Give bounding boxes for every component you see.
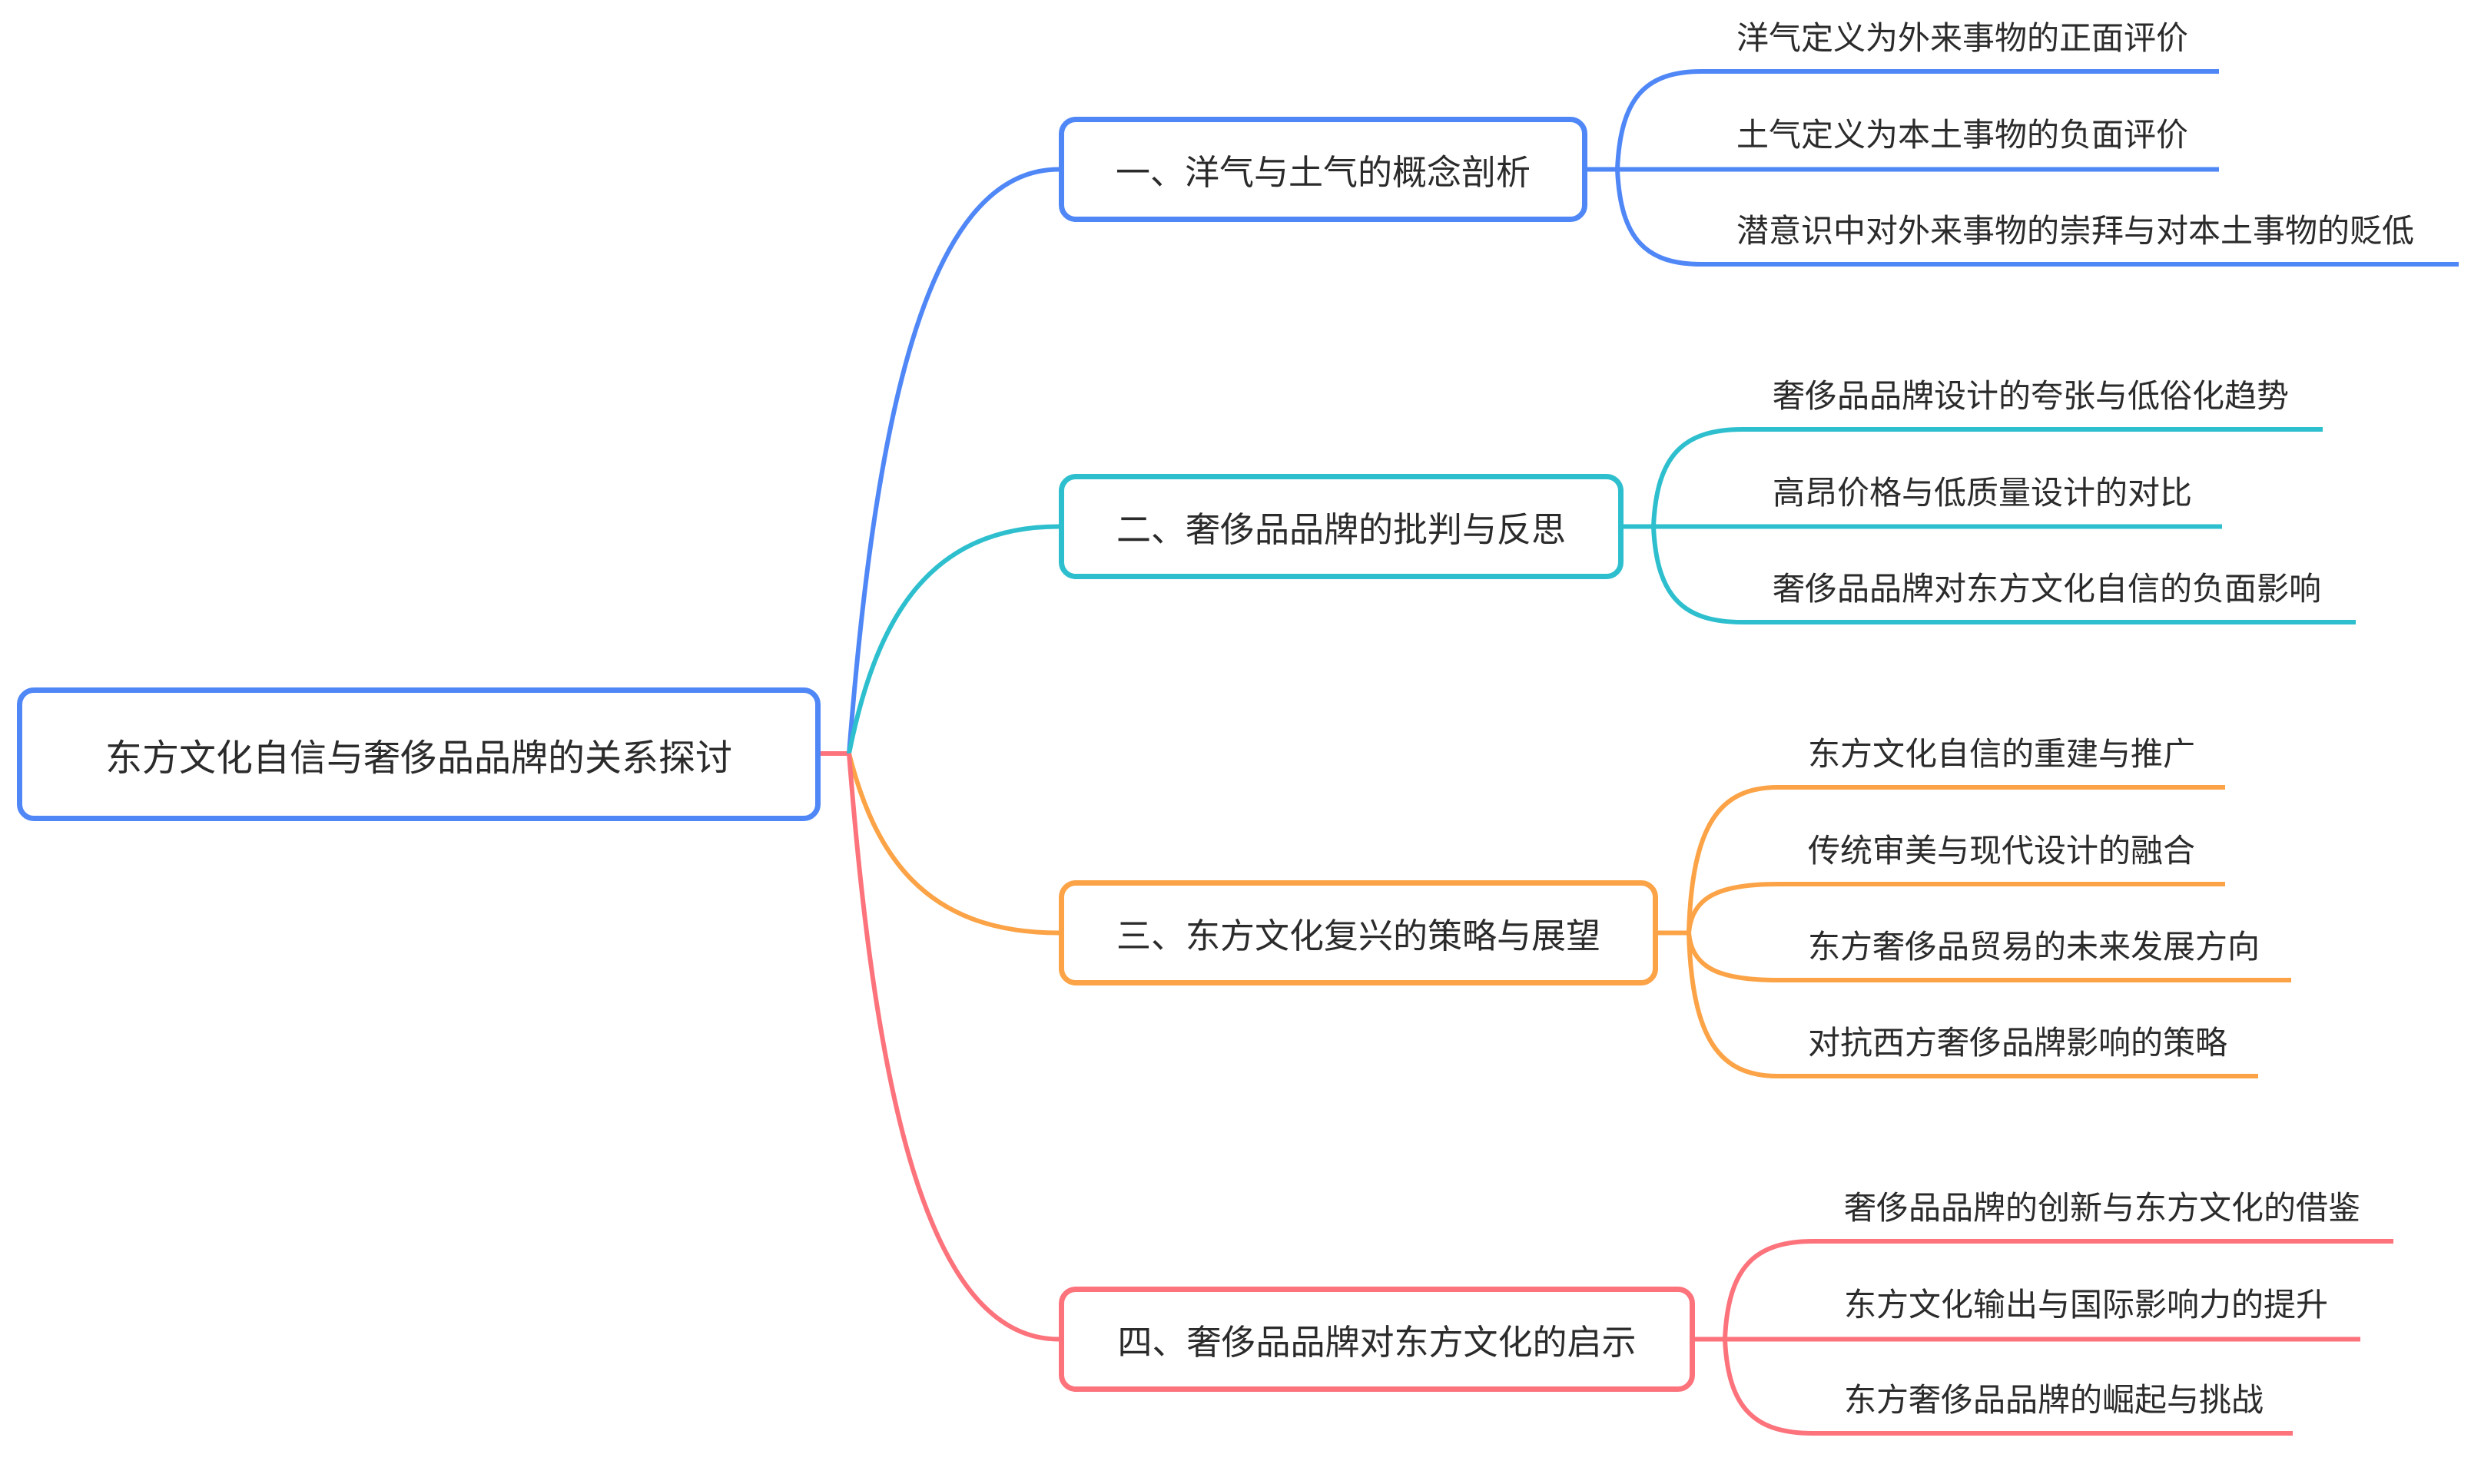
branch-link-2 <box>847 524 1060 754</box>
leaf-topic[interactable]: 奢侈品品牌对东方文化自信的负面影响 <box>1773 570 2322 608</box>
leaf-topic[interactable]: 东方文化自信的重建与推广 <box>1808 735 2196 773</box>
leaf-underline-2-1 <box>1651 427 2323 527</box>
leaf-topic[interactable]: 洋气定义为外来事物的正面评价 <box>1736 19 2189 57</box>
leaf-underline-4-3 <box>1723 1339 2293 1436</box>
branch-topic-3[interactable]: 三、东方文化复兴的策略与展望 <box>1059 880 1658 985</box>
leaf-topic[interactable]: 高昂价格与低质量设计的对比 <box>1773 474 2193 512</box>
leaf-underline-3-2 <box>1687 882 2225 933</box>
leaf-underline-1-3 <box>1615 169 2459 267</box>
branch-topic-label: 一、洋气与土气的概念剖析 <box>1115 152 1531 193</box>
branch-link-4 <box>847 753 1060 1342</box>
leaf-topic[interactable]: 传统审美与现代设计的融合 <box>1808 832 2196 870</box>
root-topic[interactable]: 东方文化自信与奢侈品品牌的关系探讨 <box>17 687 821 821</box>
leaf-topic[interactable]: 潜意识中对外来事物的崇拜与对本土事物的贬低 <box>1736 212 2415 250</box>
leaf-topic[interactable]: 对抗西方奢侈品牌影响的策略 <box>1808 1024 2228 1062</box>
branch-topic-label: 三、东方文化复兴的策略与展望 <box>1116 916 1600 956</box>
leaf-topic[interactable]: 东方奢侈品贸易的未来发展方向 <box>1808 928 2260 966</box>
branch-topic-label: 四、奢侈品品牌对东方文化的启示 <box>1117 1322 1637 1363</box>
leaf-underline-4-1 <box>1723 1239 2393 1340</box>
leaf-topic[interactable]: 奢侈品品牌设计的夸张与低俗化趋势 <box>1773 377 2290 415</box>
leaf-underline-3-1 <box>1687 785 2225 933</box>
branch-topic-4[interactable]: 四、奢侈品品牌对东方文化的启示 <box>1059 1287 1695 1392</box>
leaf-underline-1-1 <box>1615 69 2219 170</box>
leaf-topic[interactable]: 东方文化输出与国际影响力的提升 <box>1844 1286 2329 1323</box>
branch-topic-label: 二、奢侈品品牌的批判与反思 <box>1116 509 1566 550</box>
branch-topic-1[interactable]: 一、洋气与土气的概念剖析 <box>1059 117 1587 222</box>
leaf-topic[interactable]: 奢侈品品牌的创新与东方文化的借鉴 <box>1844 1189 2361 1227</box>
leaf-underline-2-3 <box>1651 526 2356 624</box>
leaf-underline-3-4 <box>1687 932 2258 1078</box>
leaf-topic[interactable]: 土气定义为本土事物的负面评价 <box>1736 116 2189 154</box>
branch-topic-2[interactable]: 二、奢侈品品牌的批判与反思 <box>1059 474 1624 579</box>
branch-link-3 <box>847 753 1060 936</box>
root-topic-label: 东方文化自信与奢侈品品牌的关系探讨 <box>104 737 732 780</box>
leaf-topic[interactable]: 东方奢侈品品牌的崛起与挑战 <box>1844 1381 2264 1419</box>
branch-link-1 <box>847 167 1060 754</box>
